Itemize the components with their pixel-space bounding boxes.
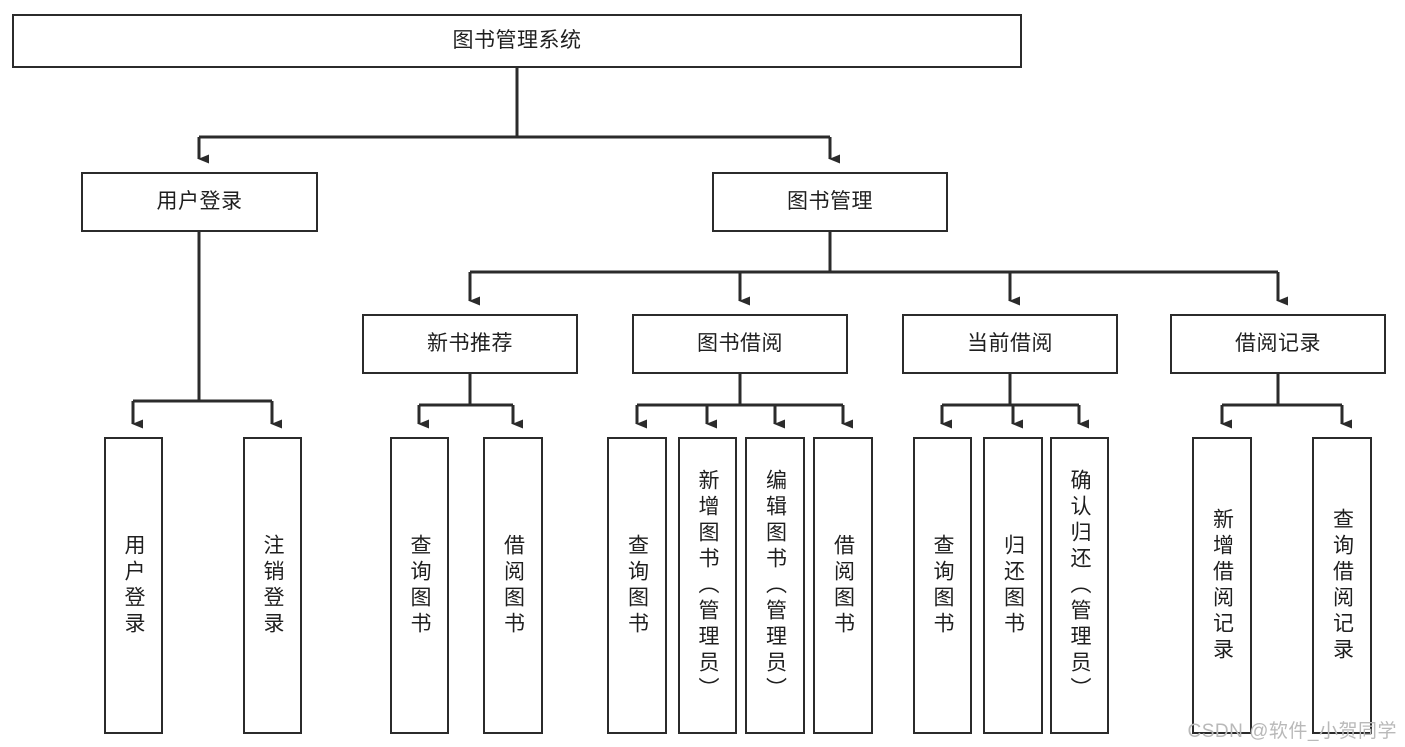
leaf-box-bb-edit-book[interactable]: 编辑图书（管理员）	[745, 437, 805, 734]
node-box-user-login[interactable]: 用户登录	[81, 172, 318, 232]
node-box-new-book-recommend[interactable]: 新书推荐	[362, 314, 578, 374]
node-box-current-borrow[interactable]: 当前借阅	[902, 314, 1118, 374]
leaf-label-cb-confirm-return: 确认归还（管理员）	[1068, 468, 1091, 703]
leaf-box-user-logout[interactable]: 注销登录	[243, 437, 302, 734]
leaf-label-bb-borrow-book: 借阅图书	[831, 533, 855, 638]
node-label-borrow-record: 借阅记录	[1235, 332, 1321, 356]
leaf-box-br-query-record[interactable]: 查询借阅记录	[1312, 437, 1372, 734]
leaf-label-bb-query-book: 查询图书	[625, 533, 649, 638]
leaf-box-nbr-borrow-book[interactable]: 借阅图书	[483, 437, 543, 734]
leaf-label-cb-return-book: 归还图书	[1001, 533, 1025, 638]
leaf-label-br-add-record: 新增借阅记录	[1210, 507, 1234, 664]
leaf-label-user-logout: 注销登录	[261, 533, 284, 638]
leaf-box-cb-return-book[interactable]: 归还图书	[983, 437, 1043, 734]
leaf-box-bb-add-book[interactable]: 新增图书（管理员）	[678, 437, 737, 734]
leaf-label-user-login: 用户登录	[122, 533, 145, 638]
node-box-book-borrow[interactable]: 图书借阅	[632, 314, 848, 374]
leaf-box-bb-query-book[interactable]: 查询图书	[607, 437, 667, 734]
node-label-current-borrow: 当前借阅	[967, 332, 1053, 356]
leaf-label-bb-edit-book: 编辑图书（管理员）	[763, 468, 787, 703]
leaf-label-nbr-borrow-book: 借阅图书	[501, 533, 525, 638]
leaf-label-bb-add-book: 新增图书（管理员）	[696, 468, 719, 703]
node-label-user-login: 用户登录	[156, 190, 243, 214]
node-label-book-borrow: 图书借阅	[697, 332, 783, 356]
node-label-root: 图书管理系统	[452, 29, 582, 53]
leaf-label-cb-query-book: 查询图书	[931, 533, 954, 638]
leaf-box-br-add-record[interactable]: 新增借阅记录	[1192, 437, 1252, 734]
connector-group	[131, 68, 1352, 429]
leaf-box-cb-query-book[interactable]: 查询图书	[913, 437, 972, 734]
leaf-label-nbr-query-book: 查询图书	[408, 533, 431, 638]
leaf-box-nbr-query-book[interactable]: 查询图书	[390, 437, 449, 734]
leaf-box-user-login[interactable]: 用户登录	[104, 437, 163, 734]
node-label-new-book-recommend: 新书推荐	[427, 332, 513, 356]
leaf-label-br-query-record: 查询借阅记录	[1330, 507, 1354, 664]
leaf-box-bb-borrow-book[interactable]: 借阅图书	[813, 437, 873, 734]
node-box-borrow-record[interactable]: 借阅记录	[1170, 314, 1386, 374]
leaf-box-cb-confirm-return[interactable]: 确认归还（管理员）	[1050, 437, 1109, 734]
node-label-book-management: 图书管理	[787, 190, 873, 214]
node-box-book-management[interactable]: 图书管理	[712, 172, 948, 232]
node-box-root[interactable]: 图书管理系统	[12, 14, 1022, 68]
